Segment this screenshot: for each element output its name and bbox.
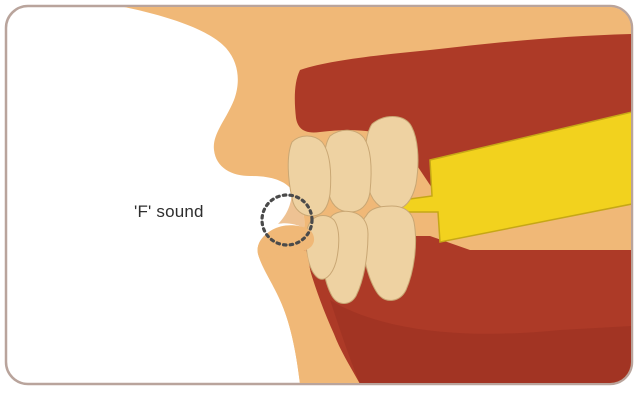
sound-label: 'F' sound	[134, 202, 204, 222]
upper-tooth-2	[325, 130, 372, 212]
upper-incisor	[288, 136, 331, 216]
upper-tooth-3	[365, 117, 418, 211]
